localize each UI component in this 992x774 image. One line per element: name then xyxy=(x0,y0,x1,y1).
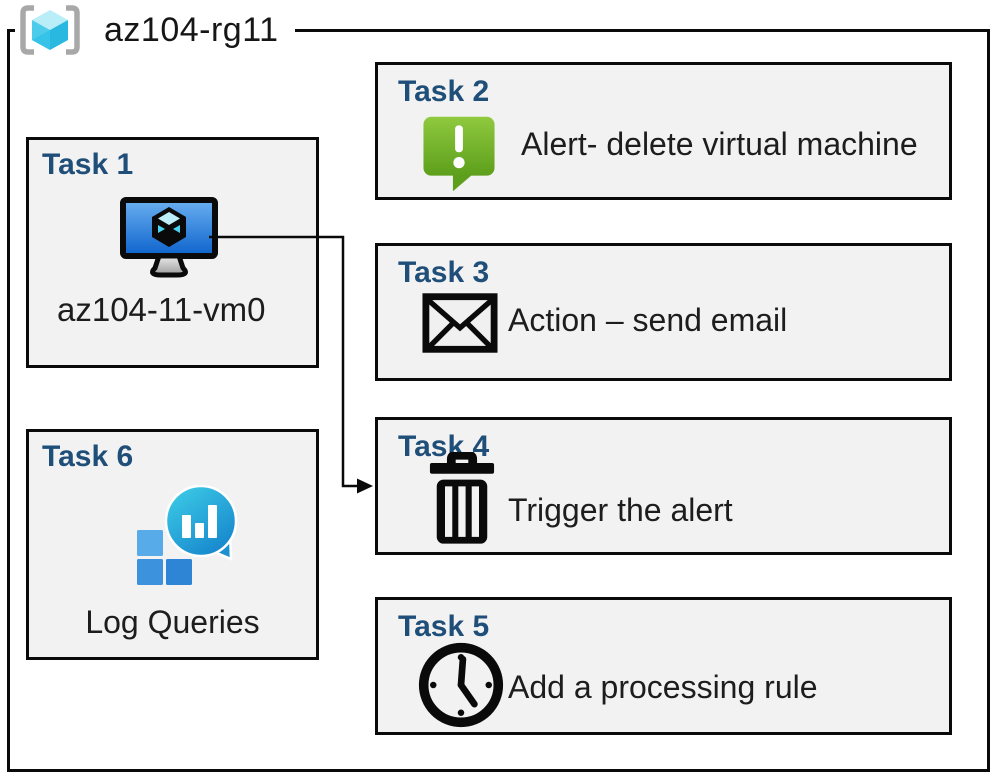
task6-box: Task 6 Log Queries xyxy=(26,429,319,660)
resource-group-title: az104-rg11 xyxy=(104,10,279,49)
task2-box: Task 2 Alert- delete virtual machine xyxy=(375,62,952,200)
virtual-machine-icon xyxy=(120,197,218,278)
email-icon xyxy=(422,293,498,353)
task3-box: Task 3 Action – send email xyxy=(375,243,952,381)
trash-icon xyxy=(429,452,495,544)
task3-label: Action – send email xyxy=(508,302,788,338)
task6-label: Log Queries xyxy=(85,604,260,640)
task2-heading: Task 2 xyxy=(398,75,490,108)
task2-label: Alert- delete virtual machine xyxy=(521,126,918,162)
task1-box: Task 1 az104-11-vm0 xyxy=(26,137,319,368)
task4-box: Task 4 Trigger the alert xyxy=(375,417,952,555)
task5-box: Task 5 Add a processing rule xyxy=(375,597,952,735)
alert-icon xyxy=(423,116,495,192)
task5-label: Add a processing rule xyxy=(508,669,818,705)
task4-label: Trigger the alert xyxy=(508,492,733,528)
task5-heading: Task 5 xyxy=(398,610,490,643)
task3-heading: Task 3 xyxy=(398,256,490,289)
task1-heading: Task 1 xyxy=(42,148,134,181)
resource-group-icon xyxy=(20,5,80,55)
clock-icon xyxy=(418,642,504,728)
task1-label: az104-11-vm0 xyxy=(57,291,266,328)
log-queries-icon xyxy=(137,484,238,585)
resource-group-header: az104-rg11 xyxy=(15,1,295,59)
task6-heading: Task 6 xyxy=(42,440,134,473)
